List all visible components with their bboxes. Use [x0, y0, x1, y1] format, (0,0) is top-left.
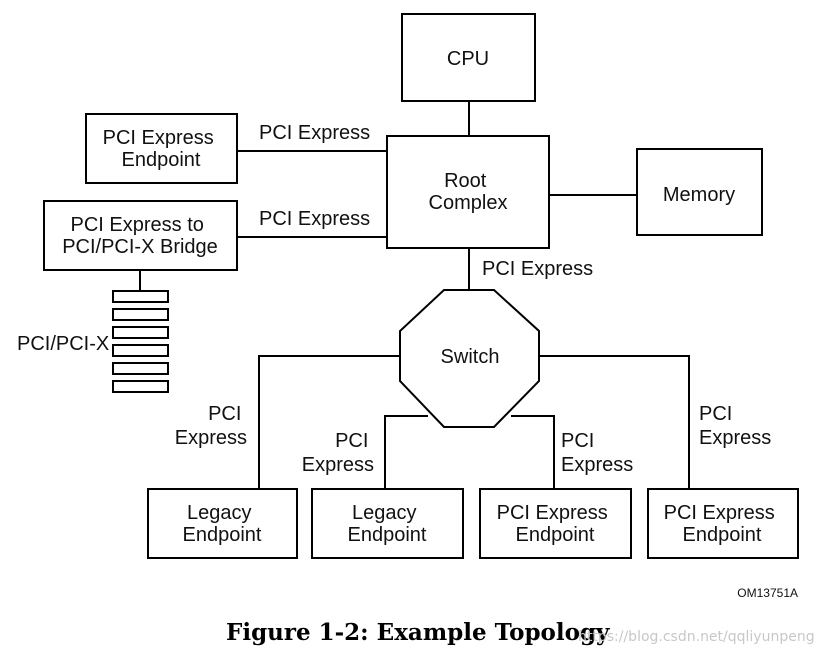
link-label-switch-endpoint-4: PCI Express: [699, 403, 771, 449]
legacy-endpoint-1-box: [147, 488, 298, 559]
pcie-endpoint-top-box: [85, 113, 238, 184]
legacy-endpoint-2-box: [311, 488, 464, 559]
legacy-endpoint-1-label: Legacy Endpoint: [183, 502, 262, 546]
bus-slot: [112, 290, 169, 303]
bus-slot: [112, 326, 169, 339]
link-label-bridge-root: PCI Express: [259, 208, 370, 230]
pcie-endpoint-3-label: PCI Express Endpoint: [497, 502, 614, 546]
legacy-endpoint-2-label: Legacy Endpoint: [348, 502, 427, 546]
link-label-endpoint-root: PCI Express: [259, 122, 370, 144]
pcie-endpoint-4-box: [647, 488, 799, 559]
switch-endpoint-4-line: [539, 355, 690, 489]
memory-node: Memory: [636, 148, 763, 236]
root-complex-label: Root Complex: [429, 170, 508, 214]
link-label-switch-legacy-1: PCI Express: [175, 403, 247, 449]
switch-node: Switch: [399, 289, 540, 428]
bus-label: PCI/PCI-X: [17, 333, 109, 355]
pcie-endpoint-4-label: PCI Express Endpoint: [664, 502, 781, 546]
cpu-label: CPU: [447, 48, 489, 70]
root-complex-node: Root Complex: [386, 135, 550, 249]
bridge-node: PCI Express to PCI/PCI-X Bridge: [43, 200, 238, 271]
figure-caption: Figure 1-2: Example Topology: [226, 619, 610, 646]
pci-bus-slots: [112, 290, 169, 393]
watermark: https://blog.csdn.net/qqliyunpeng: [578, 629, 815, 645]
figure-code: OM13751A: [737, 586, 798, 600]
legacy-endpoint-1-node: Legacy Endpoint: [147, 488, 298, 559]
bridge-box: [43, 200, 238, 271]
root-complex-box: [386, 135, 550, 249]
link-label-root-switch: PCI Express: [482, 258, 593, 280]
switch-legacy-1-line: [258, 355, 402, 489]
switch-endpoint-3-line: [511, 415, 555, 489]
pcie-endpoint-top-label: PCI Express Endpoint: [103, 127, 220, 171]
switch-label: Switch: [441, 346, 500, 368]
bus-slot: [112, 362, 169, 375]
cpu-box: [401, 13, 536, 102]
switch-legacy-2-line: [384, 415, 428, 489]
pcie-endpoint-4-node: PCI Express Endpoint: [647, 488, 799, 559]
pcie-endpoint-top-node: PCI Express Endpoint: [85, 113, 238, 184]
pcie-endpoint-3-box: [479, 488, 632, 559]
link-label-switch-legacy-2: PCI Express: [302, 430, 374, 476]
pcie-endpoint-3-node: PCI Express Endpoint: [479, 488, 632, 559]
bus-slot: [112, 344, 169, 357]
memory-label: Memory: [663, 184, 735, 206]
memory-box: [636, 148, 763, 236]
bus-slot: [112, 308, 169, 321]
connections: [139, 101, 690, 489]
legacy-endpoint-2-node: Legacy Endpoint: [311, 488, 464, 559]
link-label-switch-endpoint-3: PCI Express: [561, 430, 633, 476]
cpu-node: CPU: [401, 13, 536, 102]
bridge-label: PCI Express to PCI/PCI-X Bridge: [62, 214, 218, 258]
bus-slot: [112, 380, 169, 393]
switch-octagon: [399, 289, 540, 428]
